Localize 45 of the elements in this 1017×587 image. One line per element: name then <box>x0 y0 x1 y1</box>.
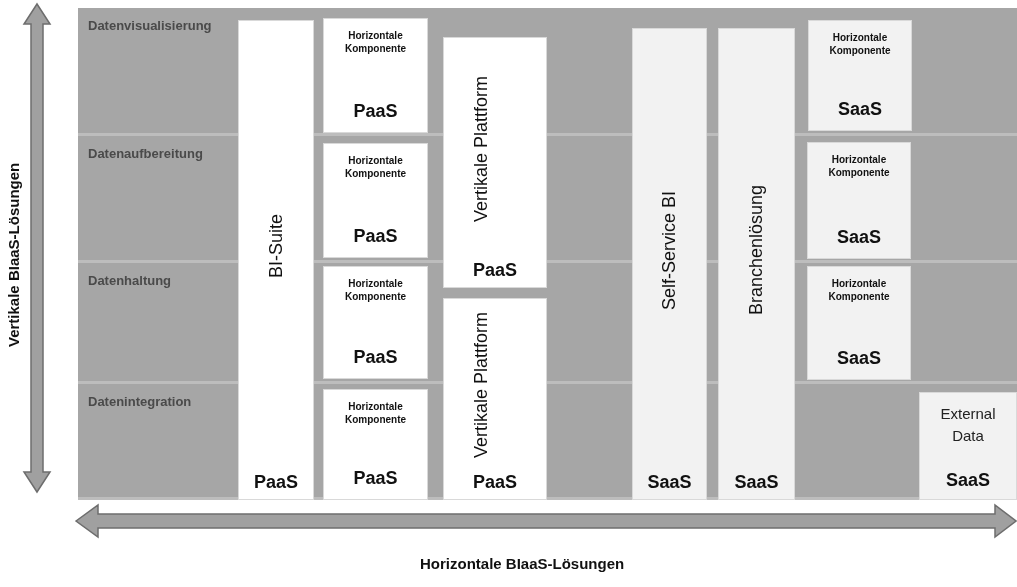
component-box <box>807 266 911 380</box>
service-model: SaaS <box>945 470 990 491</box>
solution-name: Vertikale Plattform <box>471 75 492 223</box>
axis-label: Vertikale BIaaS-Lösungen <box>5 161 22 350</box>
service-model: PaaS <box>472 472 517 493</box>
layer-label: Datenintegration <box>88 394 192 409</box>
solution-column <box>632 28 707 500</box>
service-model: PaaS <box>353 226 398 247</box>
component-box <box>807 142 911 259</box>
service-model: PaaS <box>472 260 517 281</box>
service-model: PaaS <box>353 101 398 122</box>
source-name: External Data <box>939 404 997 446</box>
solution-column <box>238 20 314 500</box>
solution-name: Branchenlösung <box>746 185 767 316</box>
component-name: Horizontale Komponente <box>343 154 408 180</box>
service-model: PaaS <box>353 468 398 489</box>
solution-column <box>443 298 547 500</box>
component-name: Horizontale Komponente <box>343 277 408 303</box>
component-box <box>323 18 428 133</box>
component-box <box>323 389 428 500</box>
service-model: SaaS <box>836 227 881 248</box>
layer-label: Datenhaltung <box>88 273 172 288</box>
component-name: Horizontale Komponente <box>343 400 408 426</box>
component-box <box>323 143 428 258</box>
component-name: Horizontale Komponente <box>828 31 892 57</box>
solution-column <box>443 37 547 288</box>
service-model: SaaS <box>647 472 692 493</box>
component-name: Horizontale Komponente <box>343 29 408 55</box>
solution-name: Vertikale Plattform <box>471 312 492 459</box>
component-name: Horizontale Komponente <box>827 153 891 179</box>
solution-name: BI-Suite <box>265 214 287 279</box>
service-model: SaaS <box>837 99 882 120</box>
service-model: SaaS <box>836 348 881 369</box>
component-name: Horizontale Komponente <box>827 277 891 303</box>
service-model: PaaS <box>253 472 298 493</box>
service-model: PaaS <box>353 347 398 368</box>
axis-label: Horizontale BIaaS-Lösungen <box>420 555 625 572</box>
solution-column <box>718 28 795 500</box>
component-box <box>808 20 912 131</box>
data-source-box <box>919 392 1017 500</box>
service-model: SaaS <box>734 472 779 493</box>
component-box <box>323 266 428 379</box>
layer-label: Datenaufbereitung <box>88 146 203 161</box>
layer-label: Datenvisualisierung <box>88 18 212 33</box>
solution-name: Self-Service BI <box>659 190 680 310</box>
